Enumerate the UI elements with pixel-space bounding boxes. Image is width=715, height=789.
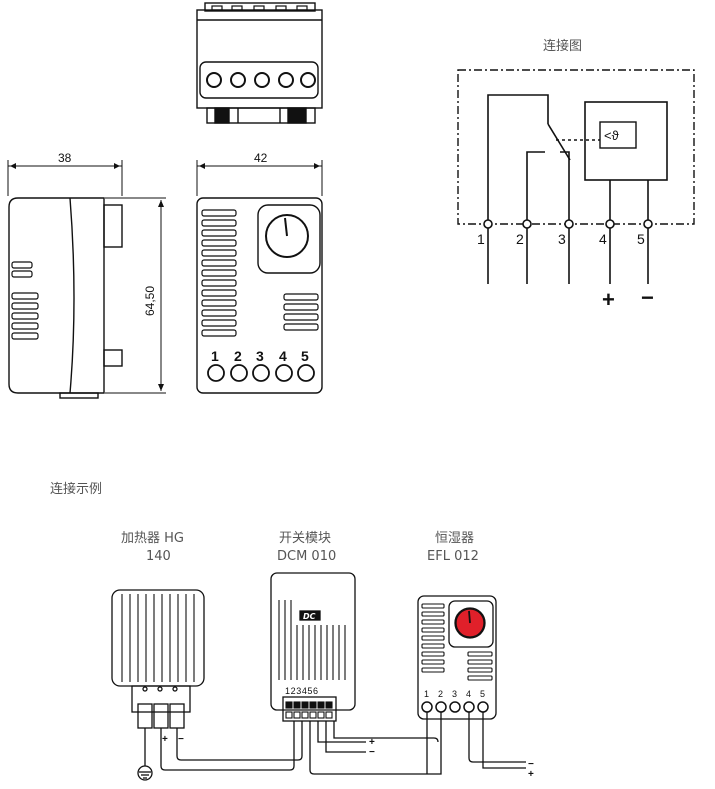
hygrostat-terminal-4: 4: [466, 689, 471, 699]
module-model: DCM 010: [277, 549, 336, 564]
module-name: 开关模块: [279, 531, 331, 546]
hygrostat-terminal-1: 1: [424, 689, 429, 699]
front-terminal-1: 1: [211, 348, 219, 364]
module-logo: DC: [303, 612, 316, 621]
heater-minus: −: [178, 734, 184, 745]
module-minus: −: [369, 747, 375, 758]
wiring-terminal-4: 4: [599, 231, 607, 247]
device-side-view: [7, 160, 166, 399]
hygrostat-device: [417, 595, 497, 720]
wiring-terminal-5: 5: [637, 231, 645, 247]
sensor-symbol: <ϑ: [604, 128, 620, 143]
hygrostat-terminal-numbers: 1 2 3 4 5: [424, 689, 485, 699]
hygrostat-terminal-2: 2: [438, 689, 443, 699]
heater-device: [111, 589, 205, 729]
front-terminal-4: 4: [279, 348, 287, 364]
device-top-view: [196, 2, 323, 124]
front-terminal-numbers: 1 2 3 4 5: [211, 348, 309, 364]
module-terminal-numbers: 123456: [285, 686, 319, 696]
heater-plus: +: [162, 734, 168, 745]
wiring-title: 连接图: [543, 38, 582, 54]
module-plus: +: [369, 737, 375, 748]
hygrostat-name: 恒湿器: [435, 531, 474, 546]
wiring-terminal-1: 1: [477, 231, 485, 247]
hygrostat-model: EFL 012: [427, 549, 479, 564]
ground-symbol: [137, 728, 153, 781]
wiring-diagram: [457, 69, 695, 284]
hygrostat-terminal-5: 5: [480, 689, 485, 699]
hygrostat-terminal-3: 3: [452, 689, 457, 699]
dimension-width: 42: [254, 151, 268, 165]
hygrostat-minus: −: [528, 759, 534, 770]
wiring-terminal-2: 2: [516, 231, 524, 247]
device-front-view: [196, 160, 323, 394]
front-terminal-5: 5: [301, 348, 309, 364]
heater-model: 140: [146, 549, 171, 564]
front-terminal-2: 2: [234, 348, 242, 364]
dimension-depth: 38: [58, 151, 72, 165]
front-terminal-3: 3: [256, 348, 264, 364]
connection-wires: [160, 712, 526, 775]
wiring-plus: +: [602, 287, 615, 312]
wiring-terminal-3: 3: [558, 231, 566, 247]
example-title: 连接示例: [50, 481, 102, 497]
heater-name: 加热器 HG: [121, 531, 184, 546]
hygrostat-dial: [454, 607, 486, 639]
dimension-height: 64,50: [143, 286, 157, 316]
wiring-minus: −: [641, 285, 654, 310]
switch-module-device: [270, 572, 356, 722]
wiring-terminal-numbers: 1 2 3 4 5: [477, 231, 645, 247]
hygrostat-plus: +: [528, 769, 534, 780]
